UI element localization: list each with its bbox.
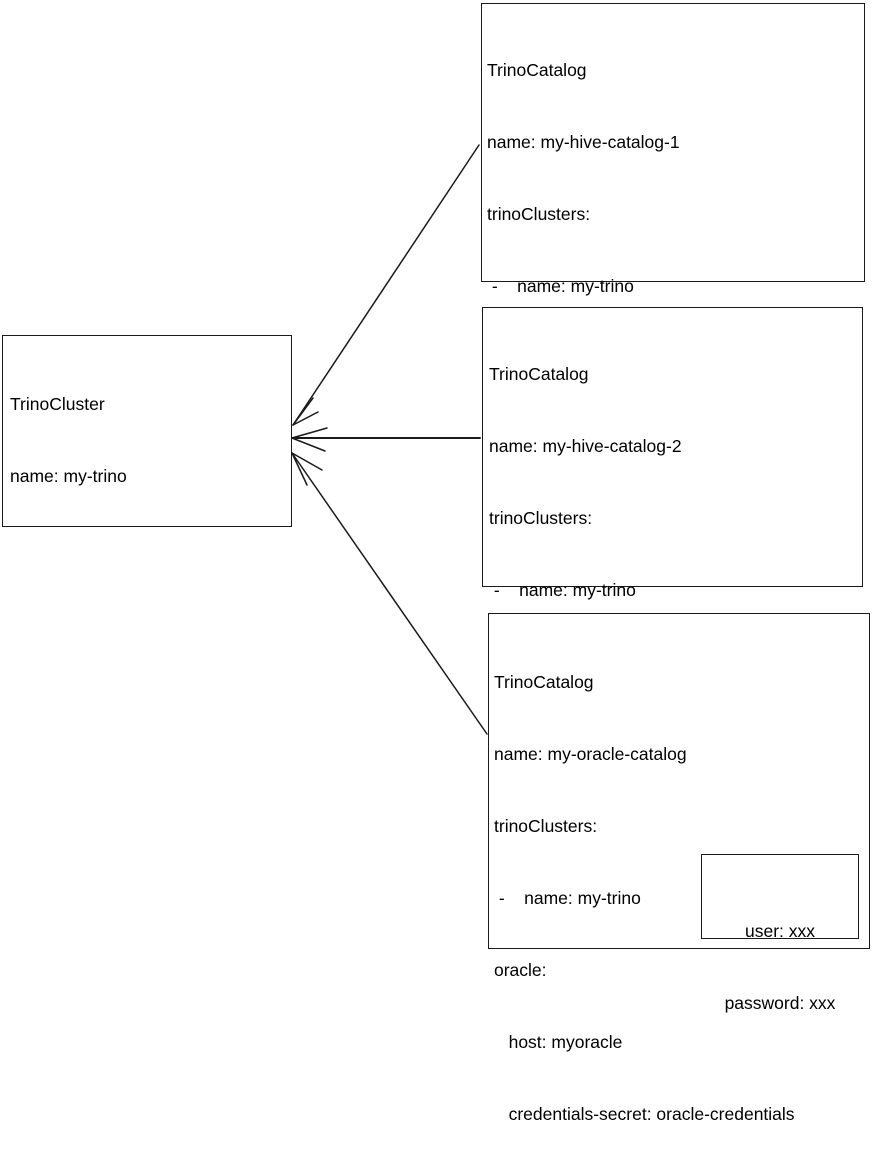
node-catalog-oracle-line-0: TrinoCatalog	[494, 672, 594, 692]
node-catalog-oracle-line-6: credentials-secret: oracle-credentials	[494, 1104, 795, 1124]
node-catalog-oracle-line-1: name: my-oracle-catalog	[494, 744, 687, 764]
edge-catalog-hive-1-to-cluster	[292, 144, 480, 426]
edge-catalog-hive-2-to-cluster	[291, 427, 481, 452]
node-secret-text: user: xxx password: xxx	[702, 871, 858, 1063]
node-catalog-oracle-line-2: trinoClusters:	[494, 816, 598, 836]
node-trino-cluster-text: TrinoCluster name: my-trino	[10, 344, 289, 536]
node-catalog-oracle-line-3: - name: my-trino	[494, 888, 641, 908]
node-catalog-hive-2-line-0: TrinoCatalog	[489, 364, 589, 384]
node-trino-cluster[interactable]: TrinoCluster name: my-trino	[2, 335, 292, 527]
node-catalog-oracle[interactable]: TrinoCatalog name: my-oracle-catalog tri…	[488, 613, 870, 1124]
node-trino-cluster-line-1: name: my-trino	[10, 466, 127, 486]
node-catalog-hive-1-line-1: name: my-hive-catalog-1	[487, 132, 680, 152]
node-trino-cluster-line-0: TrinoCluster	[10, 394, 105, 414]
node-secret-line-1: password: xxx	[724, 993, 836, 1013]
node-catalog-hive-2-line-1: name: my-hive-catalog-2	[489, 436, 682, 456]
node-catalog-hive-2-line-3: - name: my-trino	[489, 580, 636, 600]
node-catalog-hive-1[interactable]: TrinoCatalog name: my-hive-catalog-1 tri…	[481, 3, 865, 656]
diagram-canvas: TrinoCluster name: my-trino TrinoCatalog…	[2, 3, 870, 1124]
node-catalog-hive-1-line-3: - name: my-trino	[487, 276, 634, 296]
node-catalog-hive-1-line-0: TrinoCatalog	[487, 60, 587, 80]
node-secret[interactable]: user: xxx password: xxx	[701, 854, 859, 1013]
edge-catalog-oracle-to-cluster	[291, 452, 488, 735]
node-secret-line-0: user: xxx	[744, 921, 816, 941]
node-catalog-hive-2-line-2: trinoClusters:	[489, 508, 593, 528]
node-catalog-hive-2[interactable]: TrinoCatalog name: my-hive-catalog-2 tri…	[482, 307, 863, 888]
node-catalog-hive-1-line-2: trinoClusters:	[487, 204, 591, 224]
